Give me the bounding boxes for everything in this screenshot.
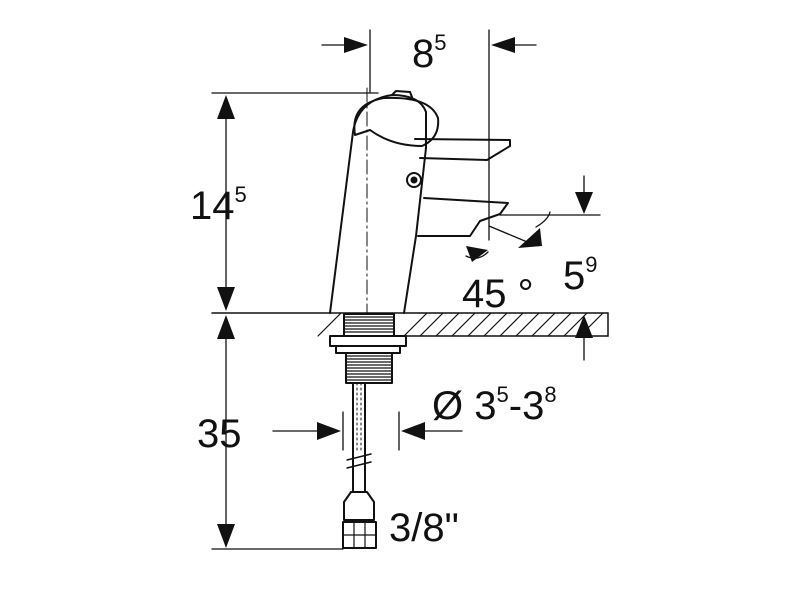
label-outlet-height: 59 [563,252,598,298]
arrow-head [217,315,235,339]
label-spout-reach: 85 [412,30,447,76]
label-angle: 45 ° [462,272,534,316]
dimension-outlet-height [499,175,601,361]
dimension-body-height [211,92,379,311]
dimension-angle [465,211,551,262]
arrow-head [217,287,235,311]
arrow-head [317,422,341,440]
arrow-head [518,228,542,248]
arrow-head [466,246,488,262]
tail-pipe [329,313,407,549]
faucet-body [329,87,511,314]
arrow-head [491,37,515,53]
arrow-head [575,192,593,214]
label-connection: 3/8" [389,506,459,550]
dimension-hole-diameter [272,411,463,451]
label-hole-diameter: Ø 35-38 [432,382,557,428]
arrow-head [575,315,593,338]
countertop-hatching [317,312,604,337]
dimension-spout-reach [321,29,537,241]
dimension-tail-length [211,315,344,550]
label-body-height: 145 [190,182,247,228]
label-tail-length: 35 [197,412,242,456]
arrow-head [217,524,235,548]
countertop [211,312,609,337]
arrow-head [217,95,235,119]
arrow-head [401,422,425,440]
arrow-head [344,37,368,53]
